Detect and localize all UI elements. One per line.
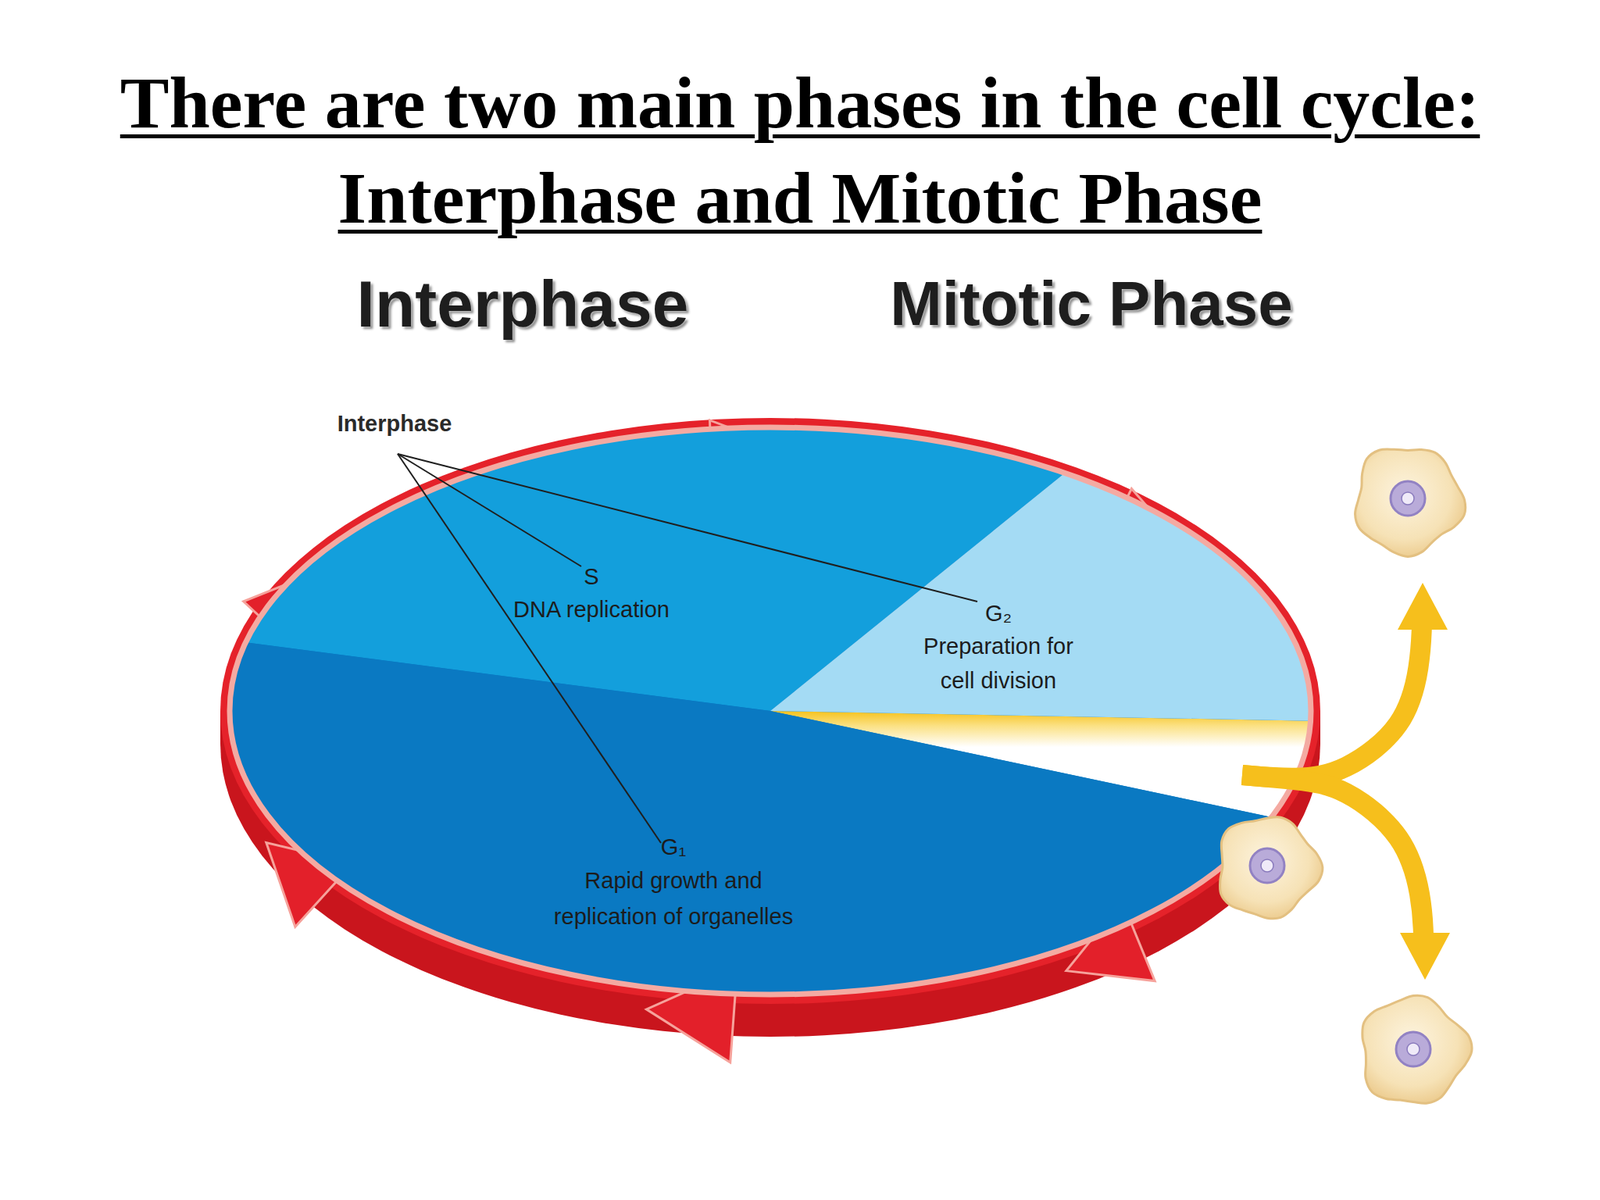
sector-text-block: G₂Preparation for cell division: [912, 597, 1085, 698]
phase-sector: G₁Rapid growth and replication of organe…: [229, 427, 1311, 995]
leader-line: [397, 453, 661, 843]
cell-illustration: [1355, 449, 1466, 557]
division-arrowhead: [1400, 932, 1450, 980]
cell-body: [1362, 995, 1472, 1104]
cell-nucleus: [1396, 1032, 1431, 1067]
leader-line: [397, 453, 582, 567]
leader-label: Interphase: [82, 409, 708, 438]
phase-heading: Mitotic Phase: [778, 268, 1404, 340]
cell-nucleolus: [1260, 859, 1274, 872]
division-arrow: [1242, 775, 1424, 935]
sector-fill: [770, 473, 1311, 722]
cell-illustration: [1219, 817, 1322, 919]
slide-title: There are two main phases in the cell cy…: [81, 54, 1519, 246]
cell-illustration: [1362, 995, 1472, 1104]
cycle-rim-top: [220, 417, 1321, 1004]
sector-fill: [229, 642, 1272, 995]
leader-line: [397, 453, 978, 602]
phase-symbol: G₁: [540, 831, 807, 863]
phase-heading: Interphase: [210, 268, 836, 340]
cell-nucleolus: [1407, 1042, 1420, 1056]
sector-text-block: G₁Rapid growth and replication of organe…: [540, 831, 807, 935]
sector-text-block: SDNA replication: [466, 560, 717, 627]
cell-nucleolus: [1401, 492, 1415, 505]
division-arrow: [1242, 625, 1422, 779]
cell-body: [1355, 449, 1466, 557]
cell-body: [1219, 817, 1322, 919]
phase-description: Rapid growth and replication of organell…: [540, 862, 807, 935]
phase-description: DNA replication: [466, 592, 717, 627]
face-edge: [229, 427, 1311, 995]
cell-nucleus: [1390, 481, 1425, 516]
cycle-face: [229, 427, 1311, 995]
division-arrowhead: [1397, 582, 1448, 630]
cell-nucleus: [1250, 848, 1285, 883]
phase-description: Preparation for cell division: [912, 628, 1085, 698]
phase-symbol: S: [466, 560, 717, 593]
phase-symbol: G₂: [912, 597, 1085, 629]
